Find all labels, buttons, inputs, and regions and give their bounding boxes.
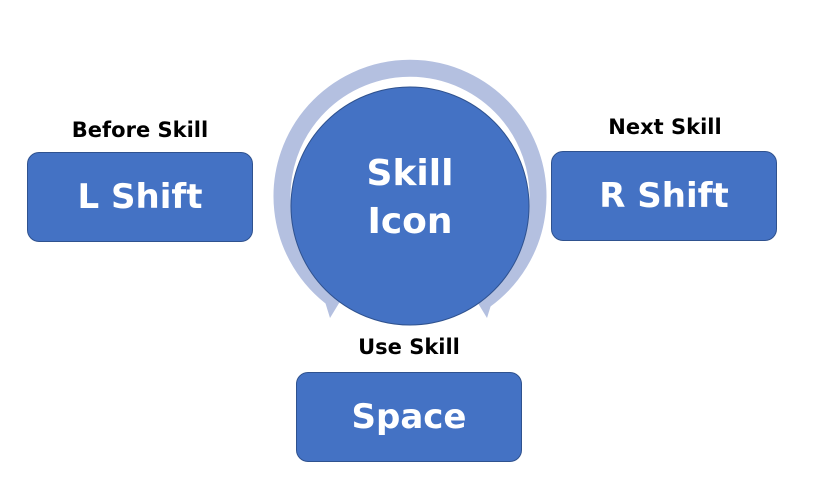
rotation-arrow-ring [273, 59, 547, 307]
l-shift-key-box: L Shift [27, 152, 253, 242]
skill-icon-label-line2: Icon [367, 201, 453, 242]
before-skill-caption: Before Skill [71, 118, 209, 142]
next-skill-caption: Next Skill [608, 115, 722, 139]
use-skill-caption: Use Skill [358, 335, 460, 359]
r-shift-key-box: R Shift [551, 151, 777, 241]
skill-icon-label-line1: Skill [366, 153, 454, 194]
skill-icon-label: Skill Icon [300, 150, 520, 246]
space-key-box: Space [296, 372, 522, 462]
skill-icon-circle [290, 86, 530, 326]
